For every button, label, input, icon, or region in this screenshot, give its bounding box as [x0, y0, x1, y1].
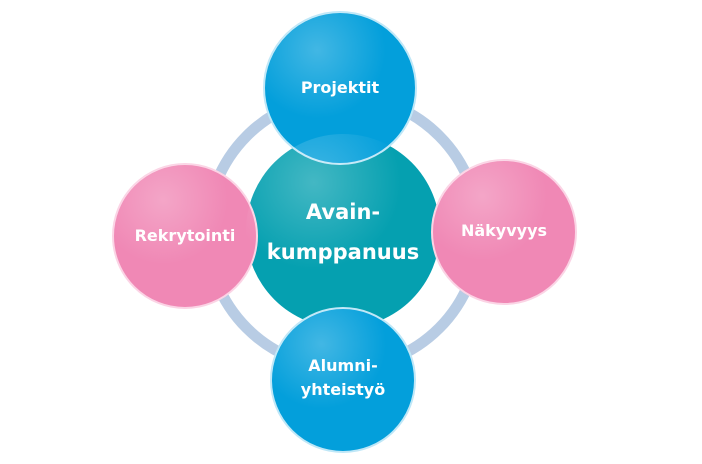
- center-label-line2: kumppanuus: [266, 240, 420, 264]
- node-bottom-label-line2: yhteistyö: [300, 380, 386, 399]
- center-label: Avain- kumppanuus: [267, 192, 419, 272]
- node-bottom-label: Alumni- yhteistyö: [301, 354, 385, 402]
- center-label-line1: Avain-: [305, 200, 381, 224]
- node-left-label: Rekrytointi: [134, 226, 236, 245]
- node-bottom-label-line1: Alumni-: [308, 356, 378, 375]
- node-right-label: Näkyvyys: [460, 221, 548, 240]
- node-top-label: Projektit: [300, 78, 380, 97]
